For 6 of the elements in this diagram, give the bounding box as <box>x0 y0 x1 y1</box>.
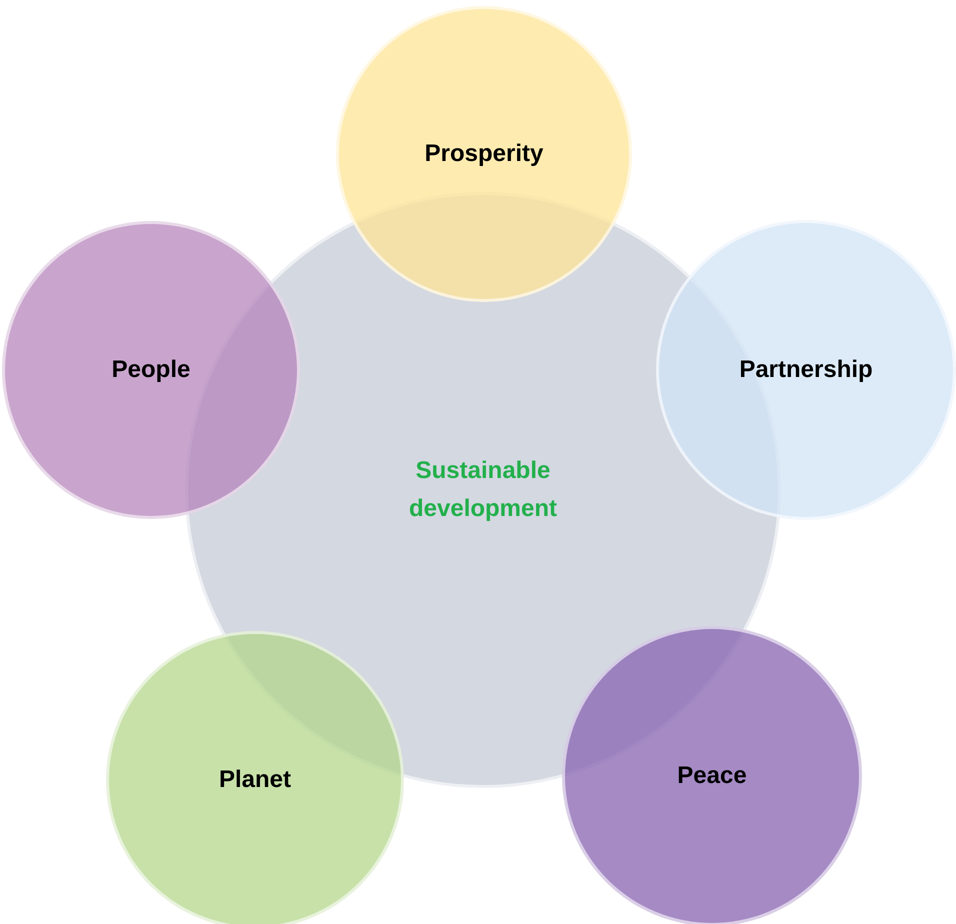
circle-label: Sustainable development <box>408 456 558 524</box>
circle-label: Partnership <box>739 355 873 385</box>
circle-label: Peace <box>677 761 747 791</box>
circle-label: Planet <box>218 765 292 795</box>
circle-label: Prosperity <box>424 139 544 169</box>
circle-label: People <box>112 355 190 385</box>
